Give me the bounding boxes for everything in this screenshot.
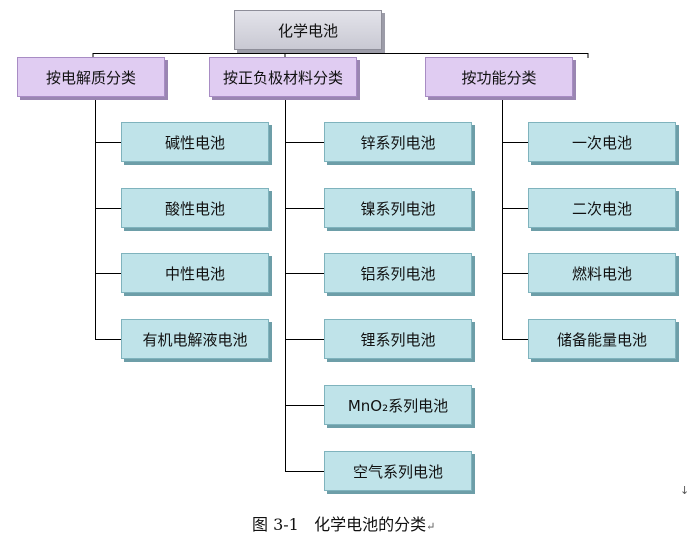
leaf-label: 一次电池 <box>571 133 632 152</box>
root-label: 化学电池 <box>277 21 338 40</box>
category-label: 按功能分类 <box>461 68 537 87</box>
leaf-node: 燃料电池 <box>528 253 676 293</box>
leaf-label: MnO₂系列电池 <box>347 396 449 415</box>
leaf-node: 锌系列电池 <box>324 122 472 162</box>
caption-text: 图 3-1 化学电池的分类 <box>252 515 427 534</box>
leaf-label: 锂系列电池 <box>360 330 436 349</box>
figure-caption: 图 3-1 化学电池的分类↵ <box>252 511 435 535</box>
connector-lines <box>92 50 589 472</box>
leaf-node: 空气系列电池 <box>324 451 472 491</box>
end-mark: ↓ <box>680 484 690 497</box>
leaf-node: 镍系列电池 <box>324 188 472 228</box>
leaf-node: 锂系列电池 <box>324 319 472 359</box>
paragraph-mark: ↵ <box>426 520 436 533</box>
root-node: 化学电池 <box>234 10 382 50</box>
leaf-label: 铝系列电池 <box>360 264 436 283</box>
leaf-node: 一次电池 <box>528 122 676 162</box>
leaf-label: 碱性电池 <box>164 133 225 152</box>
leaf-label: 有机电解液电池 <box>142 330 248 349</box>
category-function: 按功能分类 <box>425 57 573 97</box>
leaf-node: 有机电解液电池 <box>121 319 269 359</box>
leaf-node: 二次电池 <box>528 188 676 228</box>
leaf-node: 中性电池 <box>121 253 269 293</box>
category-label: 按正负极材料分类 <box>222 68 343 87</box>
leaf-label: 储备能量电池 <box>556 330 647 349</box>
leaf-label: 酸性电池 <box>164 199 225 218</box>
leaf-node: MnO₂系列电池 <box>324 385 472 425</box>
leaf-label: 镍系列电池 <box>360 199 436 218</box>
leaf-label: 中性电池 <box>164 264 225 283</box>
leaf-label: 二次电池 <box>571 199 632 218</box>
leaf-node: 碱性电池 <box>121 122 269 162</box>
leaf-label: 空气系列电池 <box>352 462 443 481</box>
leaf-label: 锌系列电池 <box>360 133 436 152</box>
leaf-node: 铝系列电池 <box>324 253 472 293</box>
leaf-node: 储备能量电池 <box>528 319 676 359</box>
leaf-node: 酸性电池 <box>121 188 269 228</box>
category-label: 按电解质分类 <box>45 68 136 87</box>
leaf-label: 燃料电池 <box>571 264 632 283</box>
category-electrolyte: 按电解质分类 <box>17 57 165 97</box>
category-electrode-material: 按正负极材料分类 <box>209 57 357 97</box>
